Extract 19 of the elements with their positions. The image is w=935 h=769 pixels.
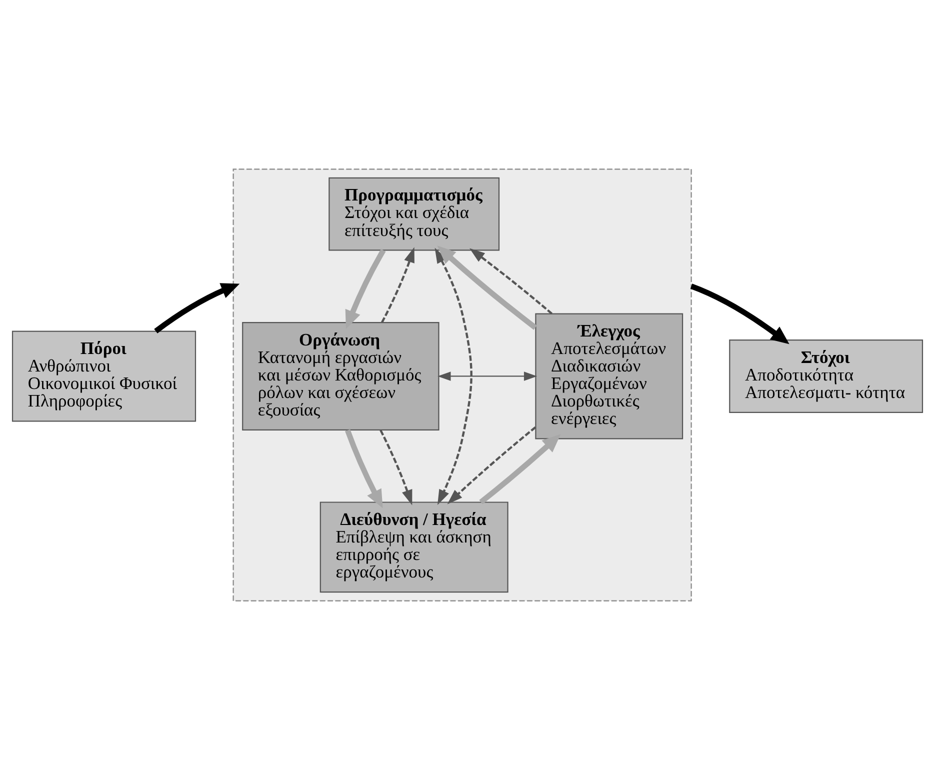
node-box: Διεύθυνση / Ηγεσία Επίβλεψη και άσκηση επιρροής σε εργαζομένους <box>320 501 508 592</box>
arrow <box>154 282 240 333</box>
arrow <box>469 248 553 314</box>
node-box: Οργάνωση Κατανομή εργασιών και μέσων Καθορισμός ρόλων και σχέσεων εξουσίας <box>242 322 440 430</box>
arrow <box>479 434 561 504</box>
node-box: Προγραμματισμός Στόχοι και σχέδια επίτευξής τους <box>328 176 500 250</box>
arrow <box>434 247 472 505</box>
arrow <box>437 245 537 330</box>
arrow <box>438 371 538 380</box>
node-box: Έλεγχος Αποτελεσμάτων Διαδικασιών Εργαζομένων Διορθωτικές ενέργειες <box>535 312 684 439</box>
arrow <box>447 426 536 504</box>
arrow <box>690 283 790 344</box>
node-box: Πόροι Ανθρώπινοι Οικονομικοί Φυσικοί Πληροφορίες <box>12 330 196 422</box>
arrow <box>380 429 412 505</box>
node-box: Στόχοι Αποδοτικότητα Αποτελεσματι- κότητα <box>729 339 924 412</box>
arrow <box>344 428 383 508</box>
cluster <box>232 168 692 601</box>
arrow <box>345 248 386 328</box>
arrow <box>380 246 414 322</box>
